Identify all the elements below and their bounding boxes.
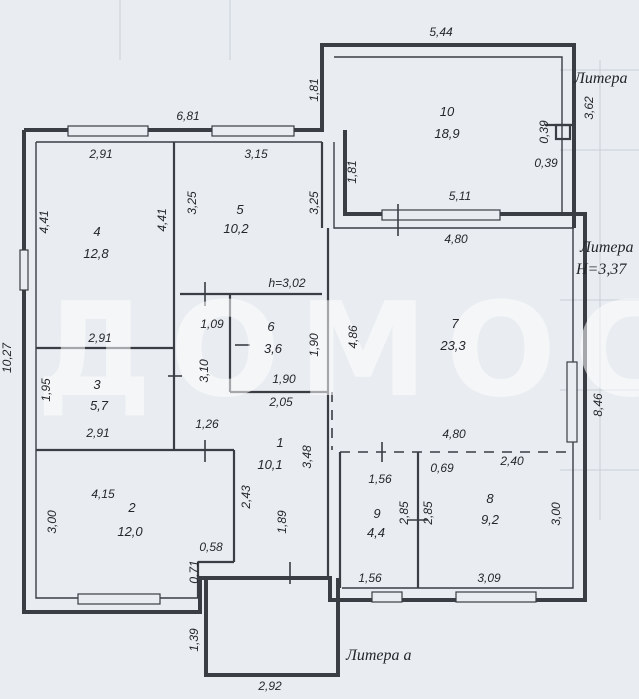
dim-1-95: 1,95 xyxy=(39,378,53,402)
room-3-number: 3 xyxy=(93,377,101,392)
dim-2-43: 2,43 xyxy=(239,485,253,510)
dim-2-91-top: 2,91 xyxy=(88,147,112,161)
windows xyxy=(19,125,578,605)
dim-2-85-right: 2,85 xyxy=(421,501,435,526)
dim-1-09: 1,09 xyxy=(200,317,224,331)
dim-6-81: 6,81 xyxy=(176,109,199,123)
litera-main-label: Литера xyxy=(579,239,634,256)
room-labels: 1 10,1 2 12,0 3 5,7 4 12,8 5 10,2 6 3,6 … xyxy=(83,104,499,540)
dim-3-48: 3,48 xyxy=(300,445,314,469)
room-2-number: 2 xyxy=(127,500,136,515)
dim-1-90-vertical: 1,90 xyxy=(307,333,321,357)
dim-2-91-bottom: 2,91 xyxy=(85,426,109,440)
dim-4-41-left: 4,41 xyxy=(37,210,51,233)
room-8-number: 8 xyxy=(486,491,494,506)
dim-3-15: 3,15 xyxy=(244,147,268,161)
dim-2-85-left: 2,85 xyxy=(397,501,411,526)
litera-labels: Литера Литера H=3,37 Литера а xyxy=(345,70,634,664)
dim-4-15: 4,15 xyxy=(91,487,115,501)
room-9-number: 9 xyxy=(373,506,380,521)
dim-1-56-bottom: 1,56 xyxy=(358,571,382,585)
litera-a-label: Литера а xyxy=(345,647,412,664)
dim-4-86: 4,86 xyxy=(346,325,360,349)
room-4-number: 4 xyxy=(93,224,100,239)
watermark-text: ДОМОС xyxy=(36,274,639,426)
dim-1-81-top: 1,81 xyxy=(307,78,321,101)
horizontal-dimensions: 5,44 6,81 2,91 3,15 5,11 4,80 h=3,02 2,9… xyxy=(85,25,558,693)
dim-2-91-mid: 2,91 xyxy=(87,331,111,345)
dim-4-80-top: 4,80 xyxy=(444,232,468,246)
dim-0-71: 0,71 xyxy=(187,560,201,583)
room-3-area: 5,7 xyxy=(90,398,109,413)
room-1-area: 10,1 xyxy=(257,457,282,472)
room-10-number: 10 xyxy=(440,104,455,119)
litera-top-label: Литера xyxy=(573,70,628,87)
dim-0-39-horizontal: 0,39 xyxy=(534,156,558,170)
dim-2-05: 2,05 xyxy=(268,395,293,409)
dim-1-90-horizontal: 1,90 xyxy=(272,372,296,386)
vertical-dimensions: 10,27 1,81 1,81 3,62 0,39 4,41 4,41 3,25… xyxy=(0,78,605,651)
room-9-area: 4,4 xyxy=(367,525,385,540)
dim-1-26: 1,26 xyxy=(195,417,219,431)
dim-0-58: 0,58 xyxy=(199,540,223,554)
room-5-number: 5 xyxy=(236,202,244,217)
litera-main-height: H=3,37 xyxy=(575,261,627,278)
dim-h-3-02: h=3,02 xyxy=(268,276,305,290)
dim-10-27: 10,27 xyxy=(0,342,14,373)
dim-3-25-right: 3,25 xyxy=(307,191,321,215)
dim-0-69: 0,69 xyxy=(430,461,454,475)
dim-4-41-right: 4,41 xyxy=(155,208,169,231)
dim-3-00-right: 3,00 xyxy=(549,502,563,526)
dim-3-10: 3,10 xyxy=(197,359,211,383)
dim-3-09: 3,09 xyxy=(477,571,501,585)
room-8-area: 9,2 xyxy=(481,512,500,527)
dim-5-11: 5,11 xyxy=(449,189,471,203)
dim-3-25-left: 3,25 xyxy=(185,191,199,215)
room-7-area: 23,3 xyxy=(439,338,466,353)
room-4-area: 12,8 xyxy=(83,246,109,261)
dim-1-89: 1,89 xyxy=(275,510,289,534)
dim-0-39-vertical: 0,39 xyxy=(537,120,551,144)
room-6-number: 6 xyxy=(267,319,275,334)
room-1-number: 1 xyxy=(276,435,283,450)
dim-1-39: 1,39 xyxy=(187,628,201,652)
dim-3-00-left: 3,00 xyxy=(45,510,59,534)
door-marks xyxy=(168,204,428,584)
room-10-area: 18,9 xyxy=(434,126,459,141)
room-6-area: 3,6 xyxy=(264,341,283,356)
dim-5-44: 5,44 xyxy=(429,25,453,39)
room-7-number: 7 xyxy=(451,316,459,331)
dim-2-92: 2,92 xyxy=(257,679,282,693)
dim-1-81-bottom: 1,81 xyxy=(345,160,359,183)
room-5-area: 10,2 xyxy=(223,221,249,236)
dim-1-56-top: 1,56 xyxy=(368,472,392,486)
dim-4-80-bottom: 4,80 xyxy=(442,427,466,441)
dim-2-40: 2,40 xyxy=(499,454,524,468)
room-2-area: 12,0 xyxy=(117,524,143,539)
dim-3-62: 3,62 xyxy=(582,96,596,120)
dim-8-46: 8,46 xyxy=(591,393,605,417)
